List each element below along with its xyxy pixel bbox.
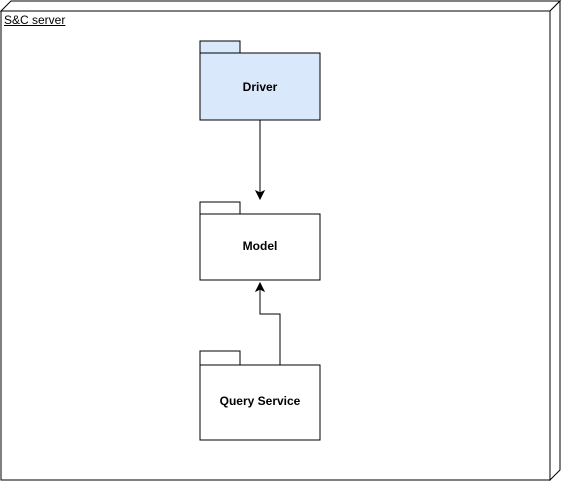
package-query-service[interactable] [199, 350, 321, 441]
package-query-service-label: Query Service [219, 394, 301, 408]
package-driver-label: Driver [242, 80, 278, 94]
package-query-service-tab [199, 350, 241, 366]
edge-query-service-to-model[interactable] [260, 283, 281, 365]
package-model-tab [199, 201, 241, 215]
package-driver[interactable] [199, 40, 321, 121]
package-model-body [199, 213, 321, 281]
node-top-face [0, 0, 561, 12]
package-query-service-body [199, 364, 321, 441]
package-model-label: Model [242, 239, 278, 253]
package-model[interactable] [199, 201, 321, 281]
node-side-face [549, 0, 561, 481]
node-label: S&C server [4, 13, 66, 27]
package-driver-body [199, 52, 321, 121]
package-driver-tab [199, 40, 241, 54]
